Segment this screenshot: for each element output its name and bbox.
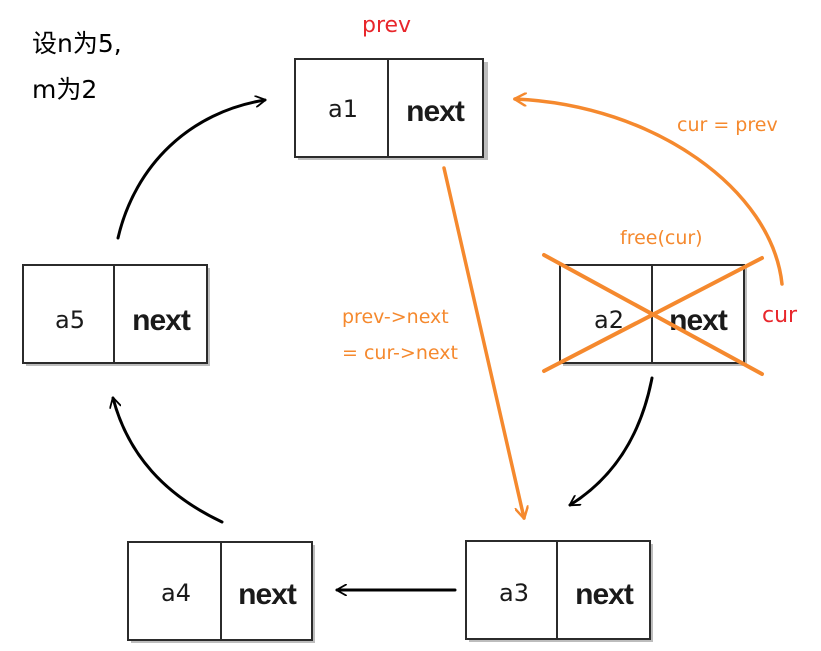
node-a2-value: a2 <box>594 306 624 334</box>
prev-next-label-line-1: prev->next <box>342 306 449 328</box>
node-a4-value: a4 <box>161 579 191 607</box>
node-a2-next: next <box>669 304 728 337</box>
node-a3-value: a3 <box>499 579 529 607</box>
note-line-2: m为2 <box>32 75 97 104</box>
node-a1-value: a1 <box>328 95 358 123</box>
arrow-a5-to-a1 <box>116 100 267 240</box>
arrow-a4-to-a5 <box>113 396 224 524</box>
node-a3-next: next <box>575 578 634 611</box>
cur-equals-prev-label: cur = prev <box>677 114 778 136</box>
node-a5: a5 next <box>22 264 210 366</box>
note-line-1: 设n为5, <box>32 29 122 58</box>
node-a3: a3 next <box>465 540 653 642</box>
node-a4-next: next <box>238 578 297 611</box>
cur-label: cur <box>762 303 798 328</box>
arrow-a2-to-a3 <box>568 376 654 507</box>
delete-cross-line <box>542 256 764 373</box>
free-cur-label: free(cur) <box>620 227 703 249</box>
node-a1: a1 next <box>294 58 488 160</box>
node-a5-value: a5 <box>55 306 85 334</box>
prev-label: prev <box>362 13 411 38</box>
node-a1-next: next <box>406 95 465 128</box>
arrow-cur-to-prev <box>515 99 784 286</box>
node-a5-next: next <box>132 304 191 337</box>
prev-next-label-line-2: = cur->next <box>342 342 458 364</box>
arrow-prev-next-to-a3 <box>442 166 524 518</box>
node-a4: a4 next <box>127 541 315 643</box>
